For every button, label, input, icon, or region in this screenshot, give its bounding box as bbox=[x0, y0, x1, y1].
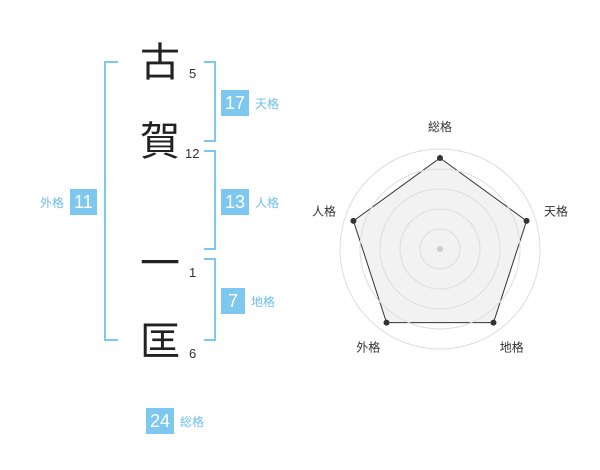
tenkaku-label: 天格 bbox=[255, 96, 280, 111]
radar-data-point bbox=[383, 319, 390, 326]
radar-ring bbox=[379, 188, 501, 310]
stroke-count-2: 12 bbox=[185, 146, 200, 161]
stroke-count-1: 5 bbox=[189, 66, 197, 81]
soukaku-badge: 24 総格 bbox=[146, 408, 204, 434]
name-char-1: 古 bbox=[140, 40, 180, 86]
chikaku-bracket bbox=[204, 258, 216, 341]
radar-ring bbox=[399, 208, 481, 290]
gaikaku-value: 11 bbox=[70, 189, 97, 215]
radar-axis-label: 外格 bbox=[356, 340, 380, 355]
gaikaku-label: 外格 bbox=[40, 195, 65, 210]
tenkaku-bracket bbox=[204, 61, 216, 142]
radar-outer-ring bbox=[339, 148, 541, 350]
radar-ring bbox=[359, 168, 521, 330]
jinkaku-bracket bbox=[204, 150, 216, 250]
radar-ring bbox=[419, 228, 461, 270]
radar-data-point bbox=[437, 155, 443, 161]
jinkaku-label: 人格 bbox=[255, 195, 280, 210]
name-char-2: 賀 bbox=[140, 119, 180, 165]
chikaku-value: 7 bbox=[221, 288, 245, 314]
gaikaku-badge: 外格 11 bbox=[40, 189, 97, 215]
chikaku-badge: 7 地格 bbox=[221, 288, 275, 314]
tenkaku-value: 17 bbox=[221, 90, 250, 116]
radar-data-point bbox=[523, 217, 530, 224]
stroke-count-4: 6 bbox=[189, 346, 197, 361]
soukaku-label: 総格 bbox=[180, 414, 205, 429]
radar-data-polygon bbox=[352, 157, 528, 324]
radar-axis-label: 地格 bbox=[500, 340, 524, 355]
chikaku-label: 地格 bbox=[251, 294, 276, 309]
name-char-4: 匡 bbox=[140, 319, 180, 365]
gaikaku-bracket bbox=[104, 61, 118, 341]
tenkaku-badge: 17 天格 bbox=[221, 90, 279, 116]
soukaku-value: 24 bbox=[146, 408, 175, 434]
name-char-3: 一 bbox=[140, 241, 180, 287]
radar-axis-label: 人格 bbox=[312, 203, 336, 218]
stroke-count-3: 1 bbox=[189, 265, 197, 280]
radar-data-point bbox=[350, 217, 357, 224]
radar-data-point bbox=[490, 319, 497, 326]
jinkaku-badge: 13 人格 bbox=[221, 189, 279, 215]
radar-axis-label: 天格 bbox=[544, 203, 568, 218]
jinkaku-value: 13 bbox=[221, 189, 250, 215]
radar-center-point bbox=[437, 246, 443, 252]
radar-axis-label: 総格 bbox=[428, 119, 452, 134]
